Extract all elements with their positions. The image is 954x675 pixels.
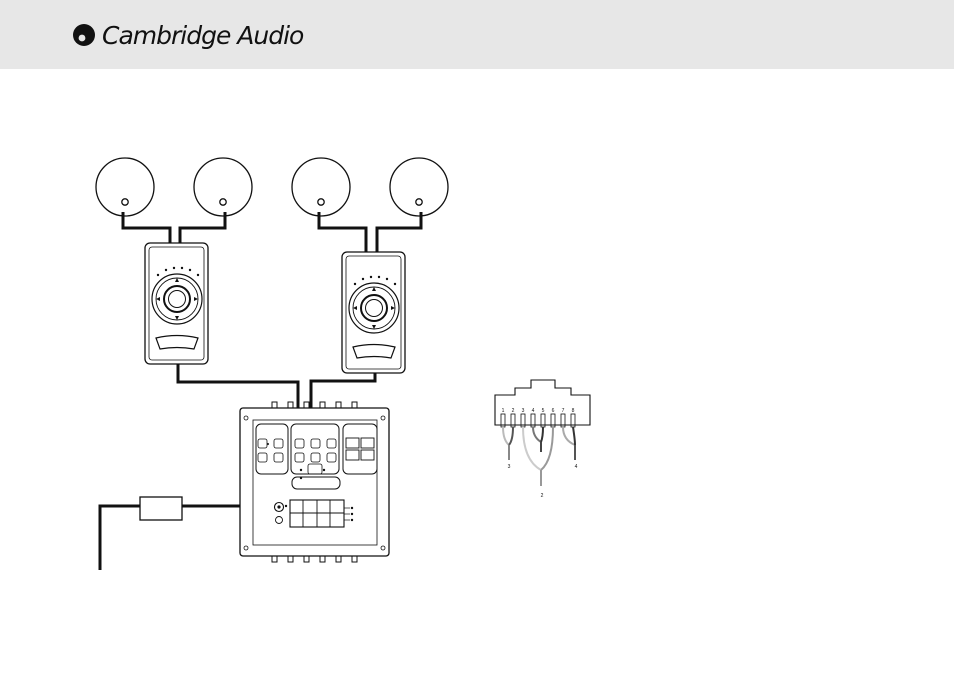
speaker-4: [390, 158, 448, 216]
twisted-pair-wires: [503, 427, 575, 486]
pin-label-5: 5: [542, 408, 545, 414]
pin-label-8: 8: [572, 408, 575, 414]
speaker-2: [194, 158, 252, 216]
pair-label-4: 4: [575, 464, 578, 470]
keypad-control-1: [145, 243, 208, 364]
pin-label-4: 4: [532, 408, 535, 414]
speaker-1: [96, 158, 154, 216]
rj45-connector-pinout: 1 2 3 4 5 6 7 8 3 2 4: [495, 380, 590, 499]
power-supply-unit: [140, 497, 182, 520]
pin-label-3: 3: [522, 408, 525, 414]
keypad-control-2: [342, 252, 405, 373]
pair-label-3: 3: [508, 464, 511, 470]
pair-label-2: 2: [541, 493, 544, 499]
pin-label-2: 2: [512, 408, 515, 414]
pin-label-6: 6: [552, 408, 555, 414]
pin-label-1: 1: [502, 408, 505, 414]
speaker-3: [292, 158, 350, 216]
distribution-hub: [240, 402, 389, 562]
pin-label-7: 7: [562, 408, 565, 414]
